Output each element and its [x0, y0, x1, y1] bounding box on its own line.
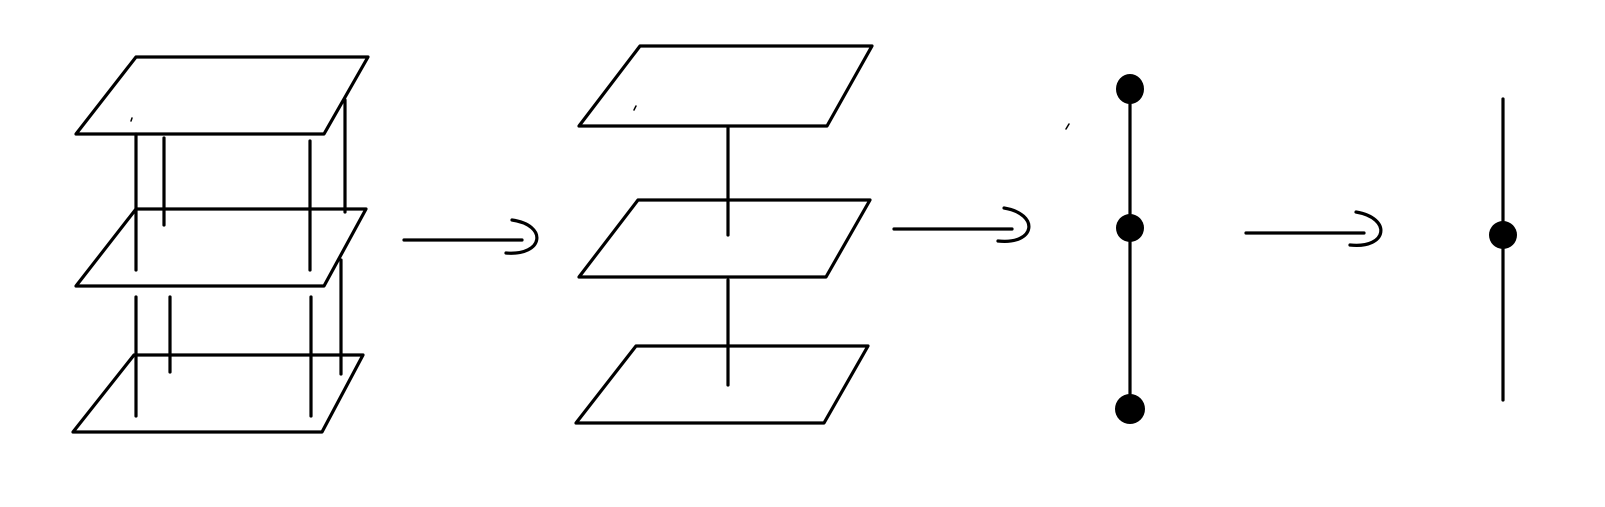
stage-1-layered-stack	[71, 55, 370, 434]
stage-4-dot	[1489, 221, 1517, 249]
stage-2-middle-layer	[577, 198, 872, 279]
stage-1-upper-ribs	[134, 98, 347, 272]
arrow-1	[402, 218, 539, 255]
stage-2-top-layer	[577, 44, 874, 128]
stage-2-bottom-layer	[574, 344, 870, 425]
stray-pen-marks	[130, 105, 1070, 130]
stage-3-bottom-dot	[1115, 394, 1145, 424]
stage-1-middle-layer	[74, 207, 368, 288]
stage-3-top-dot	[1116, 74, 1144, 104]
arrow-2	[892, 206, 1031, 243]
arrow-3	[1244, 210, 1383, 247]
stage-2-layered-stack	[574, 44, 874, 425]
stage-1-top-layer	[74, 55, 370, 136]
stage-3-middle-dot	[1116, 214, 1144, 242]
stage-1-bottom-layer	[71, 353, 365, 434]
stage-1-lower-ribs	[134, 258, 343, 418]
